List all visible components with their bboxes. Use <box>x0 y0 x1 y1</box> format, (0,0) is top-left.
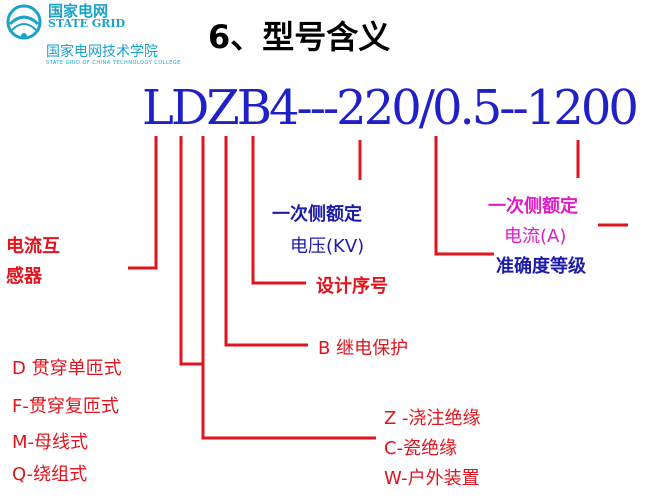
line-accuracy <box>434 136 494 256</box>
label-accuracy-class: 准确度等级 <box>496 256 586 277</box>
college-name-en: STATE GRID OF CHINA TECHNOLOGY COLLEGE <box>46 60 181 66</box>
logo-name-en: STATE GRID <box>48 17 126 30</box>
label-primary-current-1: 一次侧额定 <box>488 196 578 217</box>
label-primary-voltage-1: 一次侧额定 <box>272 204 362 225</box>
line-z <box>201 136 376 440</box>
state-grid-logo-icon <box>6 4 42 40</box>
label-protection: B 继电保护 <box>318 338 409 359</box>
label-primary-voltage-2: 电压(KV) <box>290 236 365 257</box>
insulation-type-w: W-户外装置 <box>384 468 480 489</box>
logo-name-cn: 国家电网 <box>48 2 109 20</box>
wear-type-f: F-贯穿复匝式 <box>12 396 119 417</box>
model-code: LDZB4---220/0.5--1200 <box>142 80 639 136</box>
label-current-transformer-1: 电流互 <box>6 236 60 257</box>
line-4 <box>251 136 306 285</box>
label-current-transformer-2: 感器 <box>6 266 42 287</box>
line-l <box>128 136 158 270</box>
insulation-type-c: C-瓷绝缘 <box>384 438 458 459</box>
label-primary-current-2: 电流(A) <box>504 226 567 247</box>
label-design-no: 设计序号 <box>316 276 388 297</box>
line-b <box>224 136 308 347</box>
wear-type-d: D 贯穿单匝式 <box>12 358 122 379</box>
college-name-cn: 国家电网技术学院 <box>46 44 158 60</box>
wear-type-q: Q-绕组式 <box>12 464 88 485</box>
wear-type-m: M-母线式 <box>12 432 89 453</box>
line-d <box>179 136 203 366</box>
logo <box>4 2 44 42</box>
insulation-type-z: Z -浇注绝缘 <box>384 408 481 429</box>
page-title: 6、型号含义 <box>208 18 391 56</box>
